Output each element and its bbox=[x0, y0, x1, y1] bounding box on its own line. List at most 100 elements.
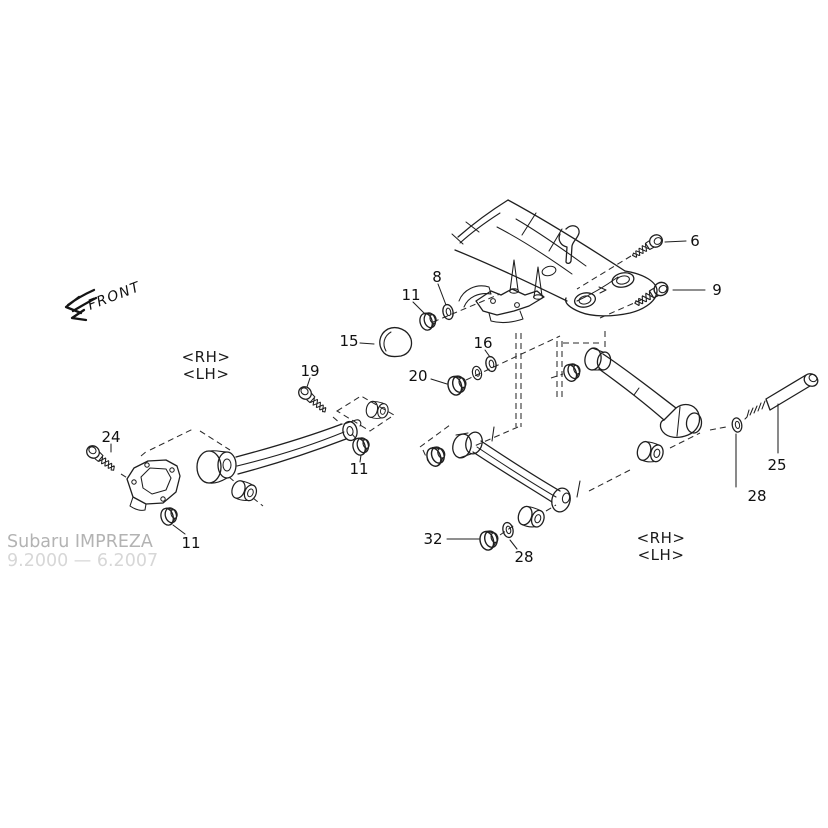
subframe-hatch-2 bbox=[451, 233, 464, 245]
bracket-hole-2 bbox=[144, 462, 150, 468]
callout-25: 25 bbox=[767, 456, 786, 474]
rh-lh-markers: <RH> <LH> <RH> <LH> bbox=[182, 348, 686, 564]
axis-left-arm-bushing bbox=[228, 476, 264, 507]
link-right-eye bbox=[342, 420, 358, 442]
watermark: Subaru IMPREZA 9.2000 — 6.2007 bbox=[7, 532, 158, 571]
bolt-25-head-inner bbox=[808, 373, 818, 383]
rear-subframe-drawing bbox=[451, 199, 658, 324]
washer-28-bottom-icon bbox=[500, 520, 516, 540]
leader-19 bbox=[306, 377, 311, 388]
leader-11-left bbox=[172, 524, 186, 535]
axis-bolt24 bbox=[120, 473, 130, 480]
lower-link-eye-walls bbox=[455, 432, 472, 459]
link-left-bushing-outer bbox=[196, 450, 222, 484]
callout-28-right: 28 bbox=[747, 487, 766, 505]
front-lateral-link bbox=[196, 419, 362, 484]
bolt-6-icon bbox=[629, 231, 666, 263]
callout-24: 24 bbox=[101, 428, 120, 446]
link-tube-top bbox=[235, 423, 343, 458]
subframe-hook-piece bbox=[458, 285, 492, 308]
axis-bolt9-washers bbox=[465, 299, 642, 381]
subframe-small-hole bbox=[541, 265, 557, 277]
subframe-mount-hole-a-inner bbox=[616, 275, 630, 285]
subframe-seam-b bbox=[515, 218, 587, 267]
bushing-upper-link-icon bbox=[634, 438, 666, 466]
bracket-hole-1 bbox=[131, 479, 137, 485]
bolt-25-threads bbox=[744, 400, 766, 420]
bracket-hole-4 bbox=[160, 496, 166, 502]
rh-label-right: <RH> bbox=[637, 529, 686, 547]
subframe-stud-2-base bbox=[532, 294, 544, 300]
subframe-mount-hole-b-inner bbox=[578, 295, 592, 305]
front-arrow-icon bbox=[64, 288, 98, 322]
callout-11-left: 11 bbox=[181, 534, 200, 552]
upper-link-mid-tick bbox=[633, 387, 640, 396]
subframe-plate-inner-edge bbox=[576, 276, 619, 302]
rear-lateral-link-lower bbox=[423, 426, 581, 553]
subframe-bracket-hole-1 bbox=[490, 298, 496, 304]
callout-16: 16 bbox=[473, 334, 492, 352]
subframe-cut-edge-b bbox=[459, 212, 501, 244]
part-number-callouts: 6 9 8 11 15 16 20 19 24 11 11 25 28 32 2… bbox=[101, 232, 786, 566]
callout-6: 6 bbox=[690, 232, 700, 250]
bolt-25 bbox=[744, 373, 819, 420]
bracket-hole-3 bbox=[169, 467, 175, 473]
bracket-plane-left bbox=[140, 428, 231, 457]
callout-15: 15 bbox=[339, 332, 358, 350]
bracket-flange bbox=[129, 496, 147, 511]
subframe-right-plate bbox=[564, 270, 658, 317]
bolt-24-icon bbox=[83, 442, 119, 475]
subframe-seam-a bbox=[496, 226, 573, 275]
lower-link-left-tick bbox=[491, 426, 495, 442]
callout-8: 8 bbox=[432, 268, 442, 286]
subframe-bracket-flange bbox=[488, 310, 524, 324]
mount-bracket-cutout bbox=[140, 467, 172, 495]
subframe-mount-hole-b bbox=[573, 292, 597, 308]
plane-edge-to-lower-link bbox=[471, 426, 519, 448]
bolt-9-icon bbox=[631, 279, 672, 311]
left-trailing-link-assembly bbox=[83, 383, 391, 528]
callout-20: 20 bbox=[408, 367, 427, 385]
mid-bushing-box bbox=[335, 395, 395, 432]
callout-28-bottom: 28 bbox=[514, 548, 533, 566]
callout-11-upper: 11 bbox=[401, 286, 420, 304]
callout-11-mid: 11 bbox=[349, 460, 368, 478]
axis-bolt6 bbox=[576, 255, 632, 290]
lower-link-right-tick bbox=[576, 480, 581, 498]
leader-15 bbox=[359, 342, 375, 345]
washer-28-right-icon bbox=[730, 416, 744, 434]
subframe-cross-seam-1 bbox=[521, 212, 537, 236]
bushing-below-left-arm-icon bbox=[228, 477, 260, 505]
lower-link-eye-outer bbox=[452, 433, 472, 459]
lower-link-tube-seam bbox=[476, 446, 557, 498]
leader-11-upper bbox=[412, 301, 426, 315]
assembly-dashed-lines bbox=[120, 255, 727, 536]
link-left-bushing-bore bbox=[222, 458, 232, 472]
subframe-stud-1 bbox=[509, 259, 519, 292]
subframe-mount-hole-a bbox=[611, 272, 635, 288]
watermark-model: Subaru IMPREZA bbox=[7, 532, 153, 552]
upper-link-tube bbox=[598, 353, 677, 421]
subframe-hatch-1 bbox=[465, 221, 480, 233]
callout-19: 19 bbox=[300, 362, 319, 380]
front-label: FRONT bbox=[86, 279, 143, 314]
subframe-cross-seam-2 bbox=[548, 228, 563, 252]
bolt-25-shaft bbox=[765, 374, 811, 411]
bushing-nut-lower-icon bbox=[423, 443, 449, 469]
nut-32-icon bbox=[477, 528, 502, 553]
bracket-corner-lower-link bbox=[419, 424, 451, 462]
upper-link-knuckle bbox=[659, 403, 701, 439]
leader-16 bbox=[484, 349, 491, 358]
bushing-lower-link-icon bbox=[515, 503, 547, 532]
rear-lateral-link-upper bbox=[560, 347, 819, 466]
lower-link-end-bore bbox=[561, 492, 571, 504]
subframe-hardware bbox=[379, 231, 672, 398]
upper-link-knuckle-seam bbox=[676, 406, 681, 437]
nut-11-left-icon bbox=[158, 505, 181, 528]
link-tube-seam bbox=[236, 431, 345, 467]
subframe-hook-bracket bbox=[558, 225, 580, 265]
subframe-stud-2 bbox=[533, 266, 543, 298]
lh-label-left: <LH> bbox=[183, 365, 230, 383]
bolt-19-icon bbox=[295, 383, 331, 417]
